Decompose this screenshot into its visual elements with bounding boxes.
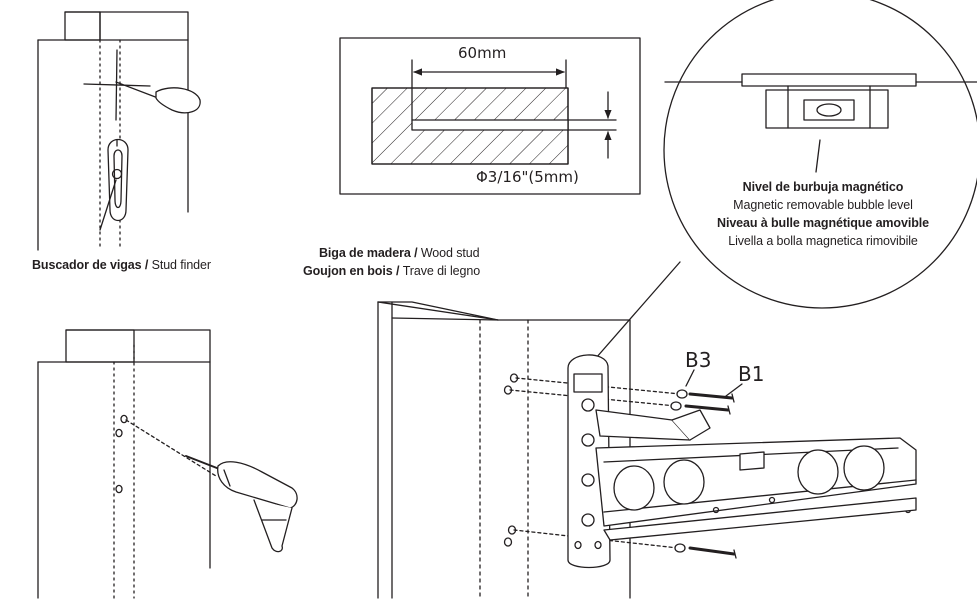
stud-finder-icon: [107, 138, 129, 222]
drilling-panel: [37, 329, 298, 599]
bubble-level-label-it: Livella a bolla magnetica rimovibile: [728, 234, 918, 248]
b1-leader-line: [725, 383, 743, 397]
level-leader-line: [581, 261, 681, 375]
bubble-level-callout: [663, 0, 977, 309]
lag-bolt-icon: [670, 389, 737, 559]
bubble-level-label-en: Magnetic removable bubble level: [733, 198, 913, 212]
wall-plate-panel: [377, 301, 917, 599]
drill-icon: [185, 455, 298, 553]
stud-finder-label: Buscador de vigas / Stud finder: [32, 258, 211, 272]
part-label-b3: B3: [685, 348, 712, 372]
hole-detail-box: [339, 37, 641, 195]
wood-stud-label-line1: Biga de madera / Wood stud: [319, 246, 480, 260]
bubble-level-label-fr: Niveau à bulle magnétique amovible: [717, 216, 929, 230]
b3-leader-line: [685, 369, 695, 387]
bubble-level-label-es: Nivel de burbuja magnético: [742, 180, 904, 194]
wood-stud-label-line2: Goujon en bois / Trave di legno: [303, 264, 481, 278]
hole-depth-label: 60mm: [458, 44, 507, 62]
hole-diameter-label: Φ3/16"(5mm): [476, 168, 579, 186]
screwdriver-icon: [115, 81, 201, 114]
part-label-b1: B1: [738, 362, 765, 386]
wall-stud-finder-panel: [37, 11, 201, 251]
